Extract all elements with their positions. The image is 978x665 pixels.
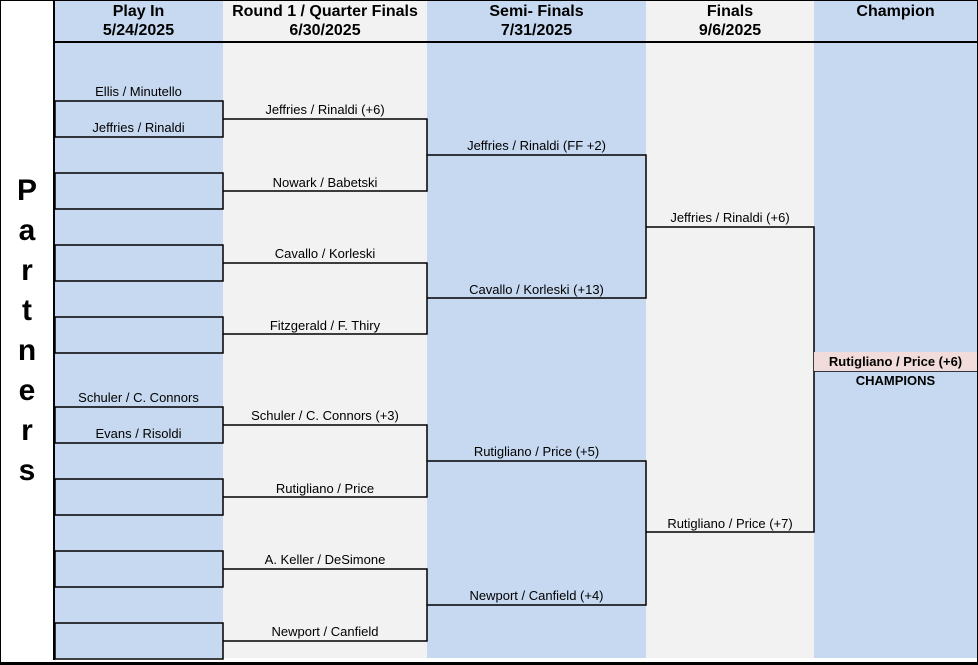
round1-team: Cavallo / Korleski <box>274 246 376 261</box>
play-in-team: Ellis / Minutello <box>95 84 182 99</box>
column-play-in <box>54 0 223 658</box>
header-play-in: Play In 5/24/2025 <box>54 0 223 42</box>
round1-team: Rutigliano / Price <box>275 481 375 496</box>
side-divider <box>53 0 55 660</box>
semis-team: Rutigliano / Price (+5) <box>473 444 600 459</box>
column-round1 <box>223 0 427 658</box>
finals-team: Rutigliano / Price (+7) <box>667 516 793 531</box>
champion-team: Rutigliano / Price (+6) <box>814 352 977 371</box>
play-in-team: Evans / Risoldi <box>95 426 182 441</box>
column-champion <box>814 0 977 658</box>
header-title: Champion <box>856 3 935 20</box>
side-letter: a <box>18 214 36 247</box>
header-date: 7/31/2025 <box>500 22 573 39</box>
column-semis <box>427 0 646 658</box>
header-date: 6/30/2025 <box>289 22 361 39</box>
header-title: Finals <box>706 3 754 20</box>
header-title: Play In <box>112 3 165 20</box>
side-letter: n <box>17 334 37 367</box>
semis-team: Cavallo / Korleski (+13) <box>469 282 604 297</box>
header-date: 5/24/2025 <box>102 22 175 39</box>
side-letter: P <box>16 174 37 207</box>
header-round1: Round 1 / Quarter Finals 6/30/2025 <box>223 0 427 42</box>
round1-team: A. Keller / DeSimone <box>264 552 386 567</box>
side-letter: t <box>22 294 32 327</box>
side-letter: e <box>18 374 36 407</box>
champions-label: CHAMPIONS <box>855 373 936 388</box>
side-letter: s <box>18 454 36 487</box>
semis-team: Jeffries / Rinaldi (FF +2) <box>467 138 606 153</box>
side-letter: r <box>21 254 33 287</box>
round1-team: Fitzgerald / F. Thiry <box>269 318 381 333</box>
play-in-team: Schuler / C. Connors <box>78 390 199 405</box>
play-in-team: Jeffries / Rinaldi <box>92 120 185 135</box>
header-title: Semi- Finals <box>489 3 584 20</box>
bottom-border <box>0 662 978 664</box>
semis-team: Newport / Canfield (+4) <box>469 588 604 603</box>
header-semis: Semi- Finals 7/31/2025 <box>427 0 646 42</box>
header-finals: Finals 9/6/2025 <box>646 0 814 42</box>
side-letter: r <box>21 414 33 447</box>
round1-team: Jeffries / Rinaldi (+6) <box>265 102 385 117</box>
round1-team: Schuler / C. Connors (+3) <box>251 408 399 423</box>
round1-team: Newport / Canfield <box>271 624 379 639</box>
header-champion: Champion <box>814 0 977 42</box>
column-finals <box>646 0 814 658</box>
header-date: 9/6/2025 <box>698 22 762 39</box>
header-title: Round 1 / Quarter Finals <box>232 3 418 20</box>
finals-team: Jeffries / Rinaldi (+6) <box>670 210 790 225</box>
header-divider <box>54 41 977 43</box>
round1-team: Nowark / Babetski <box>272 175 378 190</box>
